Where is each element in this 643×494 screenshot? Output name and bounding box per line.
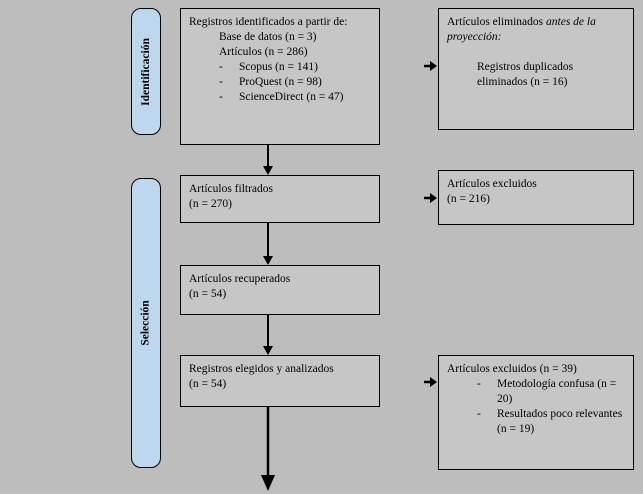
arrow-right-to-excluded-final (424, 377, 437, 387)
source-scopus-label: Scopus (n = 141) (239, 61, 318, 73)
source-item-scopus: - Scopus (n = 141) (219, 60, 371, 75)
records-analyzed-label: Registros elegidos y analizados (189, 363, 334, 375)
articles-eliminated-title: Artículos eliminados antes de la proyecc… (447, 15, 625, 45)
records-identified-intro: Registros identificados a partir de: (189, 16, 348, 28)
source-sciencedirect-label: ScienceDirect (n = 47) (239, 91, 344, 103)
box-records-identified: Registros identificados a partir de: Bas… (180, 8, 380, 145)
records-identified-databases: Base de datos (n = 3) (219, 31, 317, 43)
box-articles-excluded-final: Artículos excluidos (n = 39) - Metodolog… (438, 355, 634, 470)
arrow-down-analyzed-to-included (261, 407, 275, 491)
articles-eliminated-title-normal: Artículos eliminados (447, 16, 547, 28)
articles-excluded-screening-label: Artículos excluidos (447, 178, 537, 190)
articles-excluded-final-title: Artículos excluidos (n = 39) (447, 363, 577, 375)
arrow-down-retrieved-to-analyzed (263, 315, 273, 355)
dash-marker: - (477, 378, 481, 390)
exclusion-reason-methodology-label: Metodología confusa (n = 20) (497, 378, 617, 405)
articles-eliminated-detail: Registros duplicados eliminados (n = 16) (477, 61, 574, 88)
records-identified-articles: Artículos (n = 286) (219, 46, 308, 58)
dash-marker: - (219, 76, 223, 88)
records-analyzed-count: (n = 54) (189, 378, 227, 390)
articles-excluded-screening-count: (n = 216) (447, 193, 490, 205)
articles-retrieved-label: Artículos recuperados (189, 273, 291, 285)
articles-filtered-label: Artículos filtrados (189, 183, 273, 195)
box-articles-eliminated: Artículos eliminados antes de la proyecc… (438, 8, 634, 130)
dash-marker: - (219, 91, 223, 103)
box-articles-excluded-screening: Artículos excluidos (n = 216) (438, 170, 634, 225)
articles-filtered-count: (n = 270) (189, 198, 232, 210)
stage-selection-label: Selección (140, 300, 153, 346)
dash-marker: - (219, 61, 223, 73)
arrow-right-to-eliminated (424, 61, 437, 71)
articles-eliminated-title-italic: antes de la proyección: (447, 16, 596, 43)
box-records-analyzed: Registros elegidos y analizados (n = 54) (180, 355, 380, 407)
stage-bar-identification: Identificación (131, 8, 161, 135)
articles-retrieved-count: (n = 54) (189, 288, 227, 300)
stage-bar-selection: Selección (131, 178, 161, 468)
box-articles-retrieved: Artículos recuperados (n = 54) (180, 265, 380, 315)
arrow-down-identified-to-filtered (263, 145, 273, 175)
source-item-sciencedirect: - ScienceDirect (n = 47) (219, 90, 371, 105)
box-articles-filtered: Artículos filtrados (n = 270) (180, 175, 380, 223)
exclusion-reason-methodology: - Metodología confusa (n = 20) (477, 377, 625, 407)
arrow-down-filtered-to-retrieved (263, 223, 273, 265)
dash-marker: - (477, 408, 481, 420)
stage-identification-label: Identificación (140, 37, 153, 106)
exclusion-reason-relevance: - Resultados poco relevantes (n = 19) (477, 407, 625, 437)
source-proquest-label: ProQuest (n = 98) (239, 76, 322, 88)
exclusion-reason-relevance-label: Resultados poco relevantes (n = 19) (497, 408, 623, 435)
source-item-proquest: - ProQuest (n = 98) (219, 75, 371, 90)
arrow-right-to-excluded-screening (424, 193, 437, 203)
